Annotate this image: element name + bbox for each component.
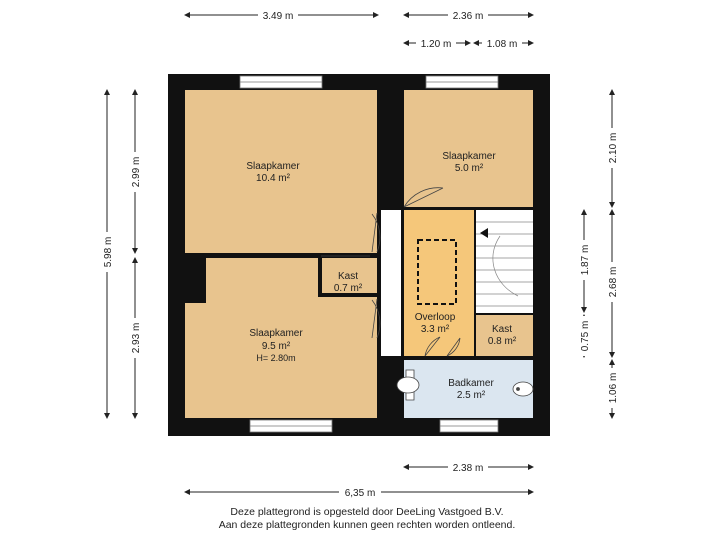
dim-right-small: 0.75 m bbox=[580, 321, 591, 352]
slaapkamer-3-name: Slaapkamer bbox=[249, 328, 303, 339]
slaapkamer-2-area: 5.0 m² bbox=[455, 163, 484, 174]
loft-hatch bbox=[417, 239, 457, 305]
kast-1-area: 0.7 m² bbox=[334, 283, 363, 294]
room-overloop bbox=[404, 210, 474, 356]
slaapkamer-2-name: Slaapkamer bbox=[442, 151, 496, 162]
overloop-area: 3.3 m² bbox=[421, 324, 450, 335]
stair-treads bbox=[476, 221, 533, 307]
dim-left-upper: 2.99 m bbox=[131, 157, 142, 188]
dim-right-mid: 1.87 m bbox=[580, 245, 591, 276]
bathroom-fixtures bbox=[396, 369, 534, 401]
slaapkamer-3-height: H= 2.80m bbox=[256, 353, 295, 363]
footer-line-2: Aan deze plattegronden kunnen geen recht… bbox=[219, 519, 516, 531]
room-labels: Slaapkamer 10.4 m² Slaapkamer 5.0 m² Sla… bbox=[246, 151, 517, 401]
kast-1-name: Kast bbox=[338, 271, 358, 282]
footer-line-1: Deze plattegrond is opgesteld door DeeLi… bbox=[230, 506, 503, 518]
wall-segment bbox=[377, 210, 381, 356]
kast-2-name: Kast bbox=[492, 324, 512, 335]
dim-top-left: 3.49 m bbox=[263, 11, 294, 22]
dim-top-right-a: 1.20 m bbox=[421, 39, 452, 50]
dim-right-upper: 2.10 m bbox=[608, 133, 619, 164]
slaapkamer-1-name: Slaapkamer bbox=[246, 161, 300, 172]
windows bbox=[239, 75, 499, 433]
dim-right-total: 2.68 m bbox=[608, 267, 619, 298]
toilet-bowl-icon bbox=[396, 376, 420, 394]
room-badkamer bbox=[404, 360, 533, 418]
room-slaapkamer-3 bbox=[185, 258, 377, 418]
stair-arrow-icon bbox=[480, 228, 488, 238]
slaapkamer-1-area: 10.4 m² bbox=[256, 173, 291, 184]
slaapkamer-3-area: 9.5 m² bbox=[262, 341, 291, 352]
room-kast-1 bbox=[322, 258, 377, 293]
dim-bottom-total: 6,35 m bbox=[345, 488, 376, 499]
dimension-labels: 3.49 m 2.36 m 1.20 m 1.08 m 5.98 m 2.99 … bbox=[100, 8, 619, 499]
room-kast-2 bbox=[476, 315, 533, 356]
passage bbox=[381, 210, 401, 356]
dim-left-lower: 2.93 m bbox=[131, 323, 142, 354]
dim-top-right-b: 1.08 m bbox=[487, 39, 518, 50]
dim-right-lower: 1.06 m bbox=[608, 373, 619, 404]
sink-icon bbox=[512, 381, 534, 397]
wall-segment bbox=[401, 210, 404, 356]
badkamer-area: 2.5 m² bbox=[457, 390, 486, 401]
room-slaapkamer-1 bbox=[185, 90, 377, 253]
overloop-name: Overloop bbox=[415, 312, 456, 323]
stairs bbox=[476, 210, 533, 313]
dim-left-total: 5.98 m bbox=[103, 237, 114, 268]
dim-top-right: 2.36 m bbox=[453, 11, 484, 22]
room-slaapkamer-2 bbox=[404, 90, 533, 207]
badkamer-name: Badkamer bbox=[448, 378, 494, 389]
dim-bottom-right: 2.38 m bbox=[453, 463, 484, 474]
doors bbox=[321, 187, 461, 357]
kast-2-area: 0.8 m² bbox=[488, 336, 517, 347]
